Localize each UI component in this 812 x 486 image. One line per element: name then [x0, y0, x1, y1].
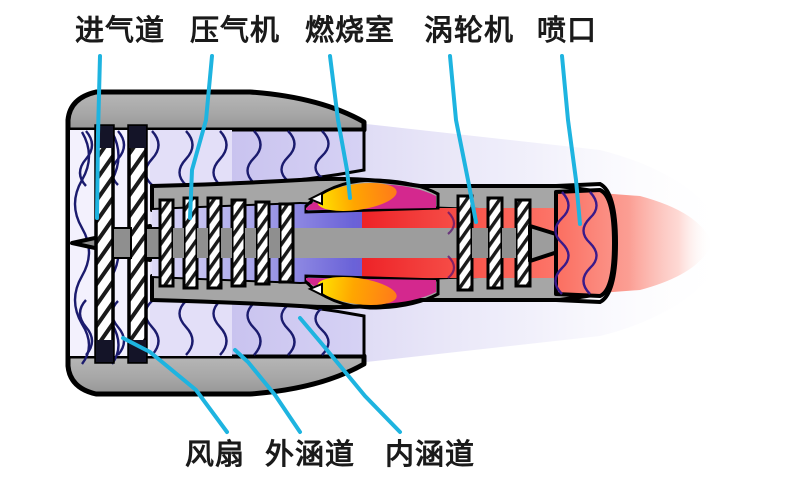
- compressor-blade-row: [206, 196, 223, 290]
- compressor-blade-row: [230, 198, 247, 288]
- combustion-chamber-upper: [304, 178, 440, 214]
- leader-compressor: [188, 54, 214, 220]
- label-fan: 风扇: [185, 437, 246, 471]
- label-core-duct: 内涵道: [385, 437, 476, 471]
- label-nozzle: 喷口: [537, 13, 598, 47]
- label-turbine: 涡轮机: [424, 13, 515, 47]
- turbine-hub-disks: [472, 228, 516, 258]
- turbine-blade-row: [456, 194, 474, 292]
- label-bypass-duct: 外涵道: [265, 437, 356, 471]
- leader-bypass-duct: [233, 348, 302, 434]
- flame-lower: [317, 276, 397, 306]
- compressor-section: [158, 196, 295, 290]
- nacelle-shell: [65, 89, 367, 397]
- compressor-blade-row: [278, 202, 295, 284]
- label-compressor: 压气机: [190, 13, 281, 47]
- turbine-section: [456, 194, 532, 292]
- leader-turbine: [448, 54, 478, 224]
- turbine-blade-row: [514, 198, 532, 288]
- core-flow-lines: [447, 211, 456, 279]
- leader-core-duct: [298, 316, 402, 434]
- turbine-blade-row: [486, 196, 504, 290]
- leader-combustor: [328, 54, 352, 200]
- nozzle-flow-lines: [554, 191, 598, 295]
- leader-lines: [95, 54, 582, 434]
- label-combustor: 燃烧室: [305, 13, 396, 47]
- exhaust-nozzle: [554, 181, 619, 305]
- label-inlet: 进气道: [75, 13, 166, 47]
- flame-upper: [317, 182, 397, 212]
- leader-nozzle: [560, 54, 582, 226]
- leader-inlet: [95, 54, 102, 220]
- compressor-hub-disks: [173, 228, 280, 258]
- compressor-blade-row: [254, 200, 271, 286]
- combustion-chamber-lower: [304, 274, 440, 310]
- leader-fan: [121, 336, 229, 434]
- compressor-blade-row: [158, 198, 175, 288]
